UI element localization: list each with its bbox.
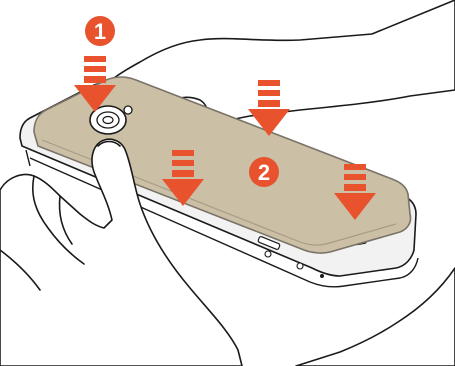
step-number-1: 1 (94, 19, 106, 44)
step-number-2: 2 (258, 160, 270, 185)
right-hand-lower (296, 268, 455, 366)
step-badge-1: 1 (85, 16, 115, 46)
step-badge-2: 2 (249, 157, 279, 187)
flash-icon (124, 106, 132, 114)
